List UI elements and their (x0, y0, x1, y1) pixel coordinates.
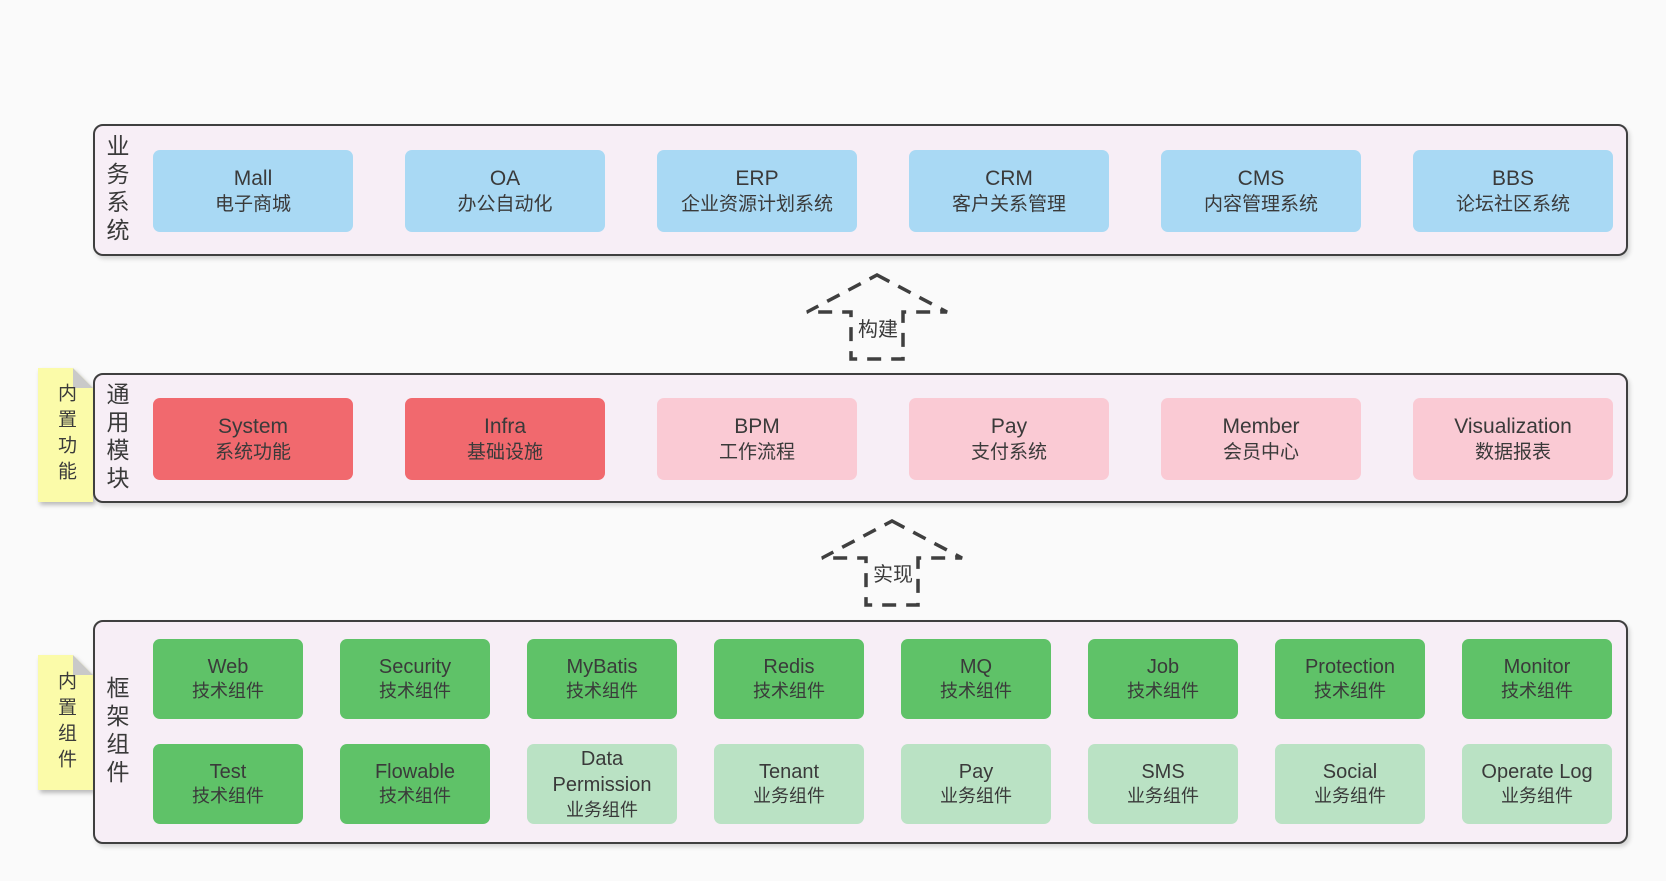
box-security: Security 技术组件 (340, 639, 490, 719)
box-system-desc: 系统功能 (214, 442, 291, 464)
box-job-desc: 技术组件 (1127, 681, 1199, 702)
box-erp-desc: 企业资源计划系统 (680, 194, 833, 216)
box-system-name: System (217, 414, 288, 438)
box-crm: CRM 客户关系管理 (909, 150, 1109, 232)
box-visualization: Visualization 数据报表 (1413, 398, 1613, 480)
box-tenant: Tenant 业务组件 (714, 744, 864, 824)
box-pay-component: Pay 业务组件 (901, 744, 1051, 824)
arrow-build-icon (806, 273, 948, 361)
box-erp: ERP 企业资源计划系统 (657, 150, 857, 232)
box-pay-module-name: Pay (990, 414, 1028, 438)
box-redis-name: Redis (763, 655, 815, 678)
box-social: Social 业务组件 (1275, 744, 1425, 824)
box-sms: SMS 业务组件 (1088, 744, 1238, 824)
box-mybatis: MyBatis 技术组件 (527, 639, 677, 719)
arrow-implement-label: 实现 (870, 558, 916, 587)
box-cms-desc: 内容管理系统 (1203, 194, 1318, 216)
arrow-implement-icon (821, 519, 963, 607)
box-flowable: Flowable 技术组件 (340, 744, 490, 824)
box-crm-name: CRM (985, 166, 1033, 190)
box-redis: Redis 技术组件 (714, 639, 864, 719)
arrow-build-label: 构建 (855, 313, 901, 342)
box-monitor-name: Monitor (1503, 655, 1571, 678)
box-monitor-desc: 技术组件 (1501, 681, 1573, 702)
box-protection-desc: 技术组件 (1314, 681, 1386, 702)
box-mall-desc: 电子商城 (214, 194, 291, 216)
box-sms-desc: 业务组件 (1127, 786, 1199, 807)
box-data-permission: Data Permission 业务组件 (527, 744, 677, 824)
note-built-in-features-label: 内置功能 (55, 383, 76, 487)
box-mall: Mall 电子商城 (153, 150, 353, 232)
box-cms-name: CMS (1237, 166, 1285, 190)
box-visualization-name: Visualization (1454, 414, 1572, 438)
box-mq-desc: 技术组件 (940, 681, 1012, 702)
box-bbs: BBS 论坛社区系统 (1413, 150, 1613, 232)
box-monitor: Monitor 技术组件 (1462, 639, 1612, 719)
box-erp-name: ERP (735, 166, 779, 190)
box-test-name: Test (209, 760, 247, 783)
box-infra-name: Infra (483, 414, 527, 438)
box-infra-desc: 基础设施 (466, 442, 543, 464)
note-built-in-features: 内置功能 (38, 368, 93, 502)
panel-business-label: 业务系统 (103, 134, 129, 246)
box-web-name: Web (207, 655, 249, 678)
box-protection: Protection 技术组件 (1275, 639, 1425, 719)
box-flowable-desc: 技术组件 (379, 786, 451, 807)
box-member-desc: 会员中心 (1222, 442, 1299, 464)
box-operate-log: Operate Log 业务组件 (1462, 744, 1612, 824)
box-test: Test 技术组件 (153, 744, 303, 824)
panel-framework-label: 框架组件 (103, 676, 129, 788)
box-oa-desc: 办公自动化 (457, 194, 553, 216)
box-security-desc: 技术组件 (379, 681, 451, 702)
box-oa-name: OA (489, 166, 521, 190)
box-bpm-desc: 工作流程 (718, 442, 795, 464)
box-sms-name: SMS (1141, 760, 1185, 783)
box-tenant-desc: 业务组件 (753, 786, 825, 807)
box-tenant-name: Tenant (758, 760, 820, 783)
box-web-desc: 技术组件 (192, 681, 264, 702)
box-mq-name: MQ (959, 655, 993, 678)
box-visualization-desc: 数据报表 (1474, 442, 1551, 464)
box-bpm: BPM 工作流程 (657, 398, 857, 480)
box-protection-name: Protection (1304, 655, 1396, 678)
box-bbs-desc: 论坛社区系统 (1455, 194, 1570, 216)
box-data-permission-name: Data Permission (552, 747, 652, 797)
box-cms: CMS 内容管理系统 (1161, 150, 1361, 232)
box-infra: Infra 基础设施 (405, 398, 605, 480)
box-mall-name: Mall (233, 166, 273, 190)
box-pay-module: Pay 支付系统 (909, 398, 1109, 480)
box-system: System 系统功能 (153, 398, 353, 480)
box-oa: OA 办公自动化 (405, 150, 605, 232)
box-pay-component-name: Pay (958, 760, 994, 783)
box-web: Web 技术组件 (153, 639, 303, 719)
box-social-desc: 业务组件 (1314, 786, 1386, 807)
box-mybatis-desc: 技术组件 (566, 681, 638, 702)
box-mq: MQ 技术组件 (901, 639, 1051, 719)
box-operate-log-desc: 业务组件 (1501, 786, 1573, 807)
box-security-name: Security (378, 655, 452, 678)
box-flowable-name: Flowable (374, 760, 456, 783)
box-member-name: Member (1222, 414, 1300, 438)
box-bbs-name: BBS (1491, 166, 1535, 190)
box-member: Member 会员中心 (1161, 398, 1361, 480)
note-built-in-components-label: 内置组件 (55, 670, 76, 775)
box-operate-log-name: Operate Log (1481, 760, 1593, 783)
box-mybatis-name: MyBatis (566, 655, 638, 678)
box-pay-component-desc: 业务组件 (940, 786, 1012, 807)
box-bpm-name: BPM (734, 414, 780, 438)
box-redis-desc: 技术组件 (753, 681, 825, 702)
box-job-name: Job (1146, 655, 1180, 678)
note-built-in-components: 内置组件 (38, 655, 93, 790)
box-crm-desc: 客户关系管理 (951, 194, 1066, 216)
box-social-name: Social (1322, 760, 1378, 783)
box-data-permission-desc: 业务组件 (566, 799, 638, 820)
box-test-desc: 技术组件 (192, 786, 264, 807)
box-pay-module-desc: 支付系统 (970, 442, 1047, 464)
box-job: Job 技术组件 (1088, 639, 1238, 719)
panel-common-modules-label: 通用模块 (103, 382, 129, 494)
